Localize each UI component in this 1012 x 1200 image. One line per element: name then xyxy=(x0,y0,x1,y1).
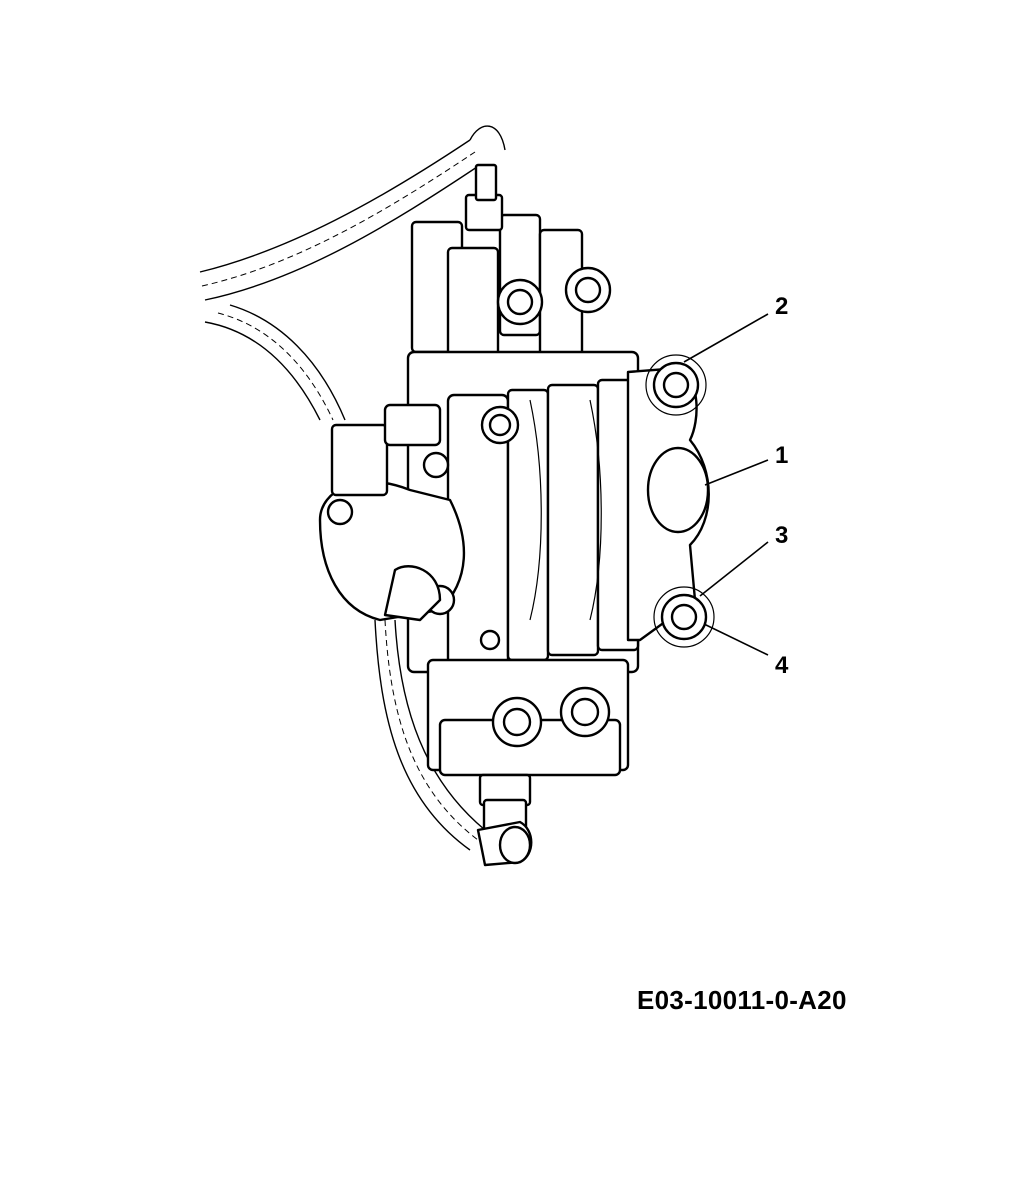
leader-3 xyxy=(699,541,769,597)
leader-4 xyxy=(703,623,769,656)
right-end-cover xyxy=(626,354,715,648)
callout-2: 2 xyxy=(775,293,789,320)
hose-assembly xyxy=(199,125,506,851)
callout-1: 1 xyxy=(775,442,789,469)
leader-1 xyxy=(704,459,769,486)
callout-leaders xyxy=(683,313,769,656)
drawing-code: E03-10011-0-A20 xyxy=(637,985,847,1015)
callout-3: 3 xyxy=(775,522,789,549)
upper-spool-caps xyxy=(410,163,612,380)
callout-4: 4 xyxy=(775,652,789,679)
valve-body xyxy=(406,350,640,674)
leader-2 xyxy=(683,313,769,363)
left-cover xyxy=(318,403,466,622)
lower-spool-section xyxy=(426,658,630,867)
